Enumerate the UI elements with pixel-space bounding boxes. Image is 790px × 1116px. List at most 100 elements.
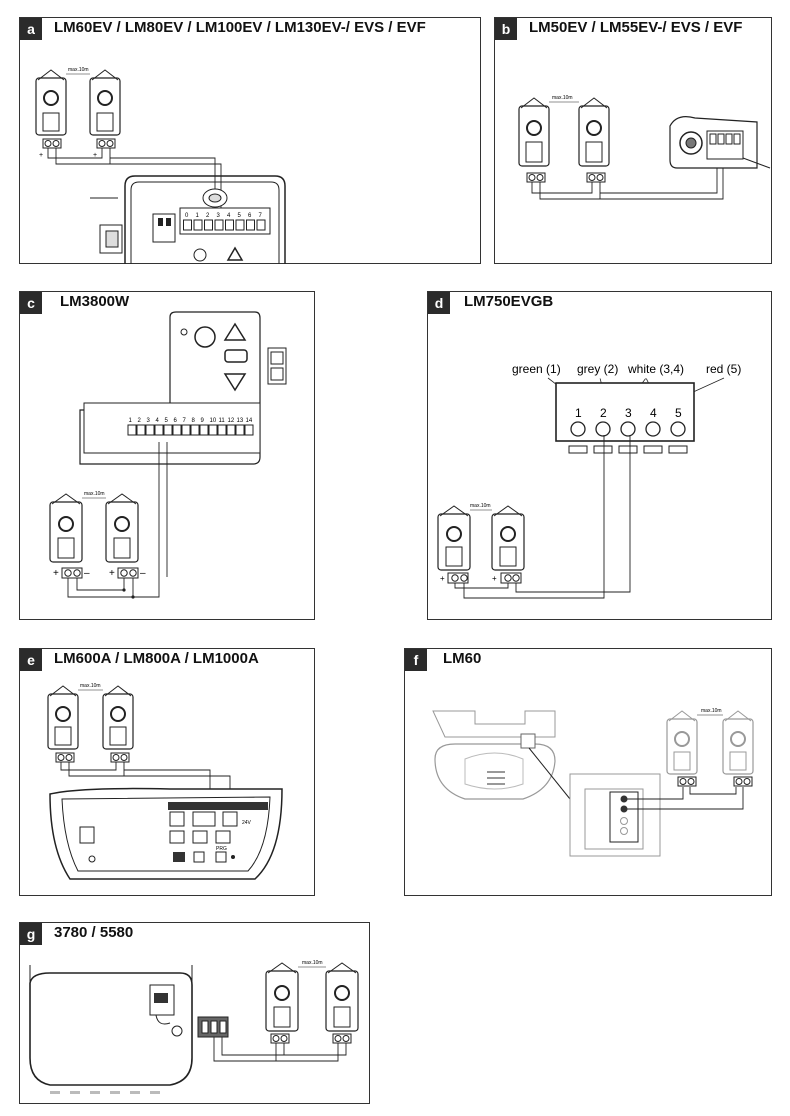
panel-b-title: LM50EV / LM55EV-/ EVS / EVF xyxy=(529,19,743,36)
minus-sign: – xyxy=(84,568,90,579)
panel-d-distance: max.10m xyxy=(470,503,491,509)
panel-c-title: LM3800W xyxy=(60,293,130,310)
terminal-number: 6 xyxy=(174,418,178,424)
terminal-number: 5 xyxy=(238,213,242,219)
terminal-number: 6 xyxy=(248,213,252,219)
terminal-screw xyxy=(256,219,266,231)
panel-b-distance: max.10m xyxy=(552,95,573,101)
terminal-number: 5 xyxy=(165,418,169,424)
terminal-number: 2 xyxy=(138,418,142,424)
terminal-screw xyxy=(183,219,192,231)
plus-sign: + xyxy=(39,152,43,159)
plus-sign: + xyxy=(53,568,59,579)
panel-c-distance: max.10m xyxy=(84,491,105,497)
photocell-right xyxy=(89,69,121,136)
terminal-screw xyxy=(570,421,586,437)
wire-label-white: white (3,4) xyxy=(627,362,684,376)
photocell-left xyxy=(35,69,67,136)
panel-d: d LM750EVGB green (1) grey (2) white (3,… xyxy=(427,291,772,620)
terminal-screw xyxy=(172,424,182,436)
terminal-number: 2 xyxy=(206,213,210,219)
terminal-screw xyxy=(193,219,203,231)
plus-sign: + xyxy=(93,152,97,159)
terminal-screw xyxy=(225,219,234,231)
panel-g-letter: g xyxy=(20,923,42,945)
terminal-screw xyxy=(190,424,200,436)
panel-f-distance: max.10m xyxy=(701,708,722,714)
photocell-left xyxy=(49,493,83,563)
photocell-right xyxy=(325,962,359,1032)
terminal-number: 3 xyxy=(625,406,632,420)
terminal-screw xyxy=(217,424,227,436)
terminal-number: 1 xyxy=(196,213,200,219)
panel-b-diagram: max.10m xyxy=(518,95,771,200)
panel-f-letter: f xyxy=(405,649,427,671)
panel-d-letter: d xyxy=(428,292,450,314)
panel-e-title: LM600A / LM800A / LM1000A xyxy=(54,650,259,667)
terminal-screw xyxy=(154,424,164,436)
terminal-screw xyxy=(620,421,636,437)
photocell-left xyxy=(437,505,471,571)
terminal-screw xyxy=(163,424,173,436)
minus-sign: – xyxy=(140,568,146,579)
panel-g-diagram: max.10m xyxy=(29,960,359,1094)
photocell-left xyxy=(518,97,550,167)
panel-f-title: LM60 xyxy=(443,650,482,667)
photocell-left xyxy=(265,962,299,1032)
terminal-screw xyxy=(235,219,245,231)
terminal-number: 4 xyxy=(650,406,657,420)
terminal-number: 12 xyxy=(228,418,235,424)
photocell-left xyxy=(47,685,79,750)
terminal-screw xyxy=(145,424,155,436)
plus-sign: + xyxy=(492,574,497,583)
panel-b-letter: b xyxy=(495,18,517,40)
terminal-screw xyxy=(181,424,191,436)
panel-g-distance: max.10m xyxy=(302,960,323,966)
terminal-number: 3 xyxy=(217,213,221,219)
terminal-number: 7 xyxy=(259,213,263,219)
photocell-left xyxy=(666,710,698,775)
terminal-screw xyxy=(595,421,611,437)
wire-label-green: green (1) xyxy=(512,362,561,376)
photocell-right xyxy=(722,710,754,775)
terminal-screw xyxy=(204,219,213,231)
photocell-right xyxy=(578,97,610,167)
plus-sign: + xyxy=(109,568,115,579)
photocell-right xyxy=(102,685,134,750)
panel-a-title: LM60EV / LM80EV / LM100EV / LM130EV-/ EV… xyxy=(54,19,426,36)
terminal-screw xyxy=(208,424,218,436)
terminal-screw xyxy=(670,421,686,437)
panel-b: b LM50EV / LM55EV-/ EVS / EVF max.10m xyxy=(494,17,772,264)
terminal-number: 0 xyxy=(185,213,189,219)
terminal-number: 2 xyxy=(600,406,607,420)
panel-g-title: 3780 / 5580 xyxy=(54,924,134,941)
panel-a: a LM60EV / LM80EV / LM100EV / LM130EV-/ … xyxy=(19,17,481,264)
terminal-number: 9 xyxy=(201,418,205,424)
panel-e: e LM600A / LM800A / LM1000A max.10m xyxy=(19,648,315,896)
terminal-number: 1 xyxy=(129,418,133,424)
photocell-right xyxy=(105,493,139,563)
terminal-screw xyxy=(235,424,245,436)
panel-d-title: LM750EVGB xyxy=(464,293,554,310)
terminal-screw xyxy=(127,424,137,436)
terminal-number: 14 xyxy=(246,418,253,424)
panel-a-distance: max.10m xyxy=(68,67,89,73)
panel-c-letter: c xyxy=(20,292,42,314)
terminal-screw xyxy=(645,421,661,437)
terminal-number: 5 xyxy=(675,406,682,420)
panel-d-diagram: green (1) grey (2) white (3,4) red (5) 1… xyxy=(437,362,741,599)
terminal-number: 4 xyxy=(227,213,231,219)
terminal-number: 13 xyxy=(237,418,244,424)
panel-e-diagram: max.10m 24V PRG xyxy=(47,683,283,880)
panel-f-diagram: max.10m xyxy=(432,708,754,857)
terminal-number: 7 xyxy=(183,418,187,424)
terminal-screw xyxy=(246,219,255,231)
terminal-screw xyxy=(214,219,224,231)
panel-a-letter: a xyxy=(20,18,42,40)
terminal-screw xyxy=(244,424,254,436)
terminal-screw xyxy=(226,424,236,436)
